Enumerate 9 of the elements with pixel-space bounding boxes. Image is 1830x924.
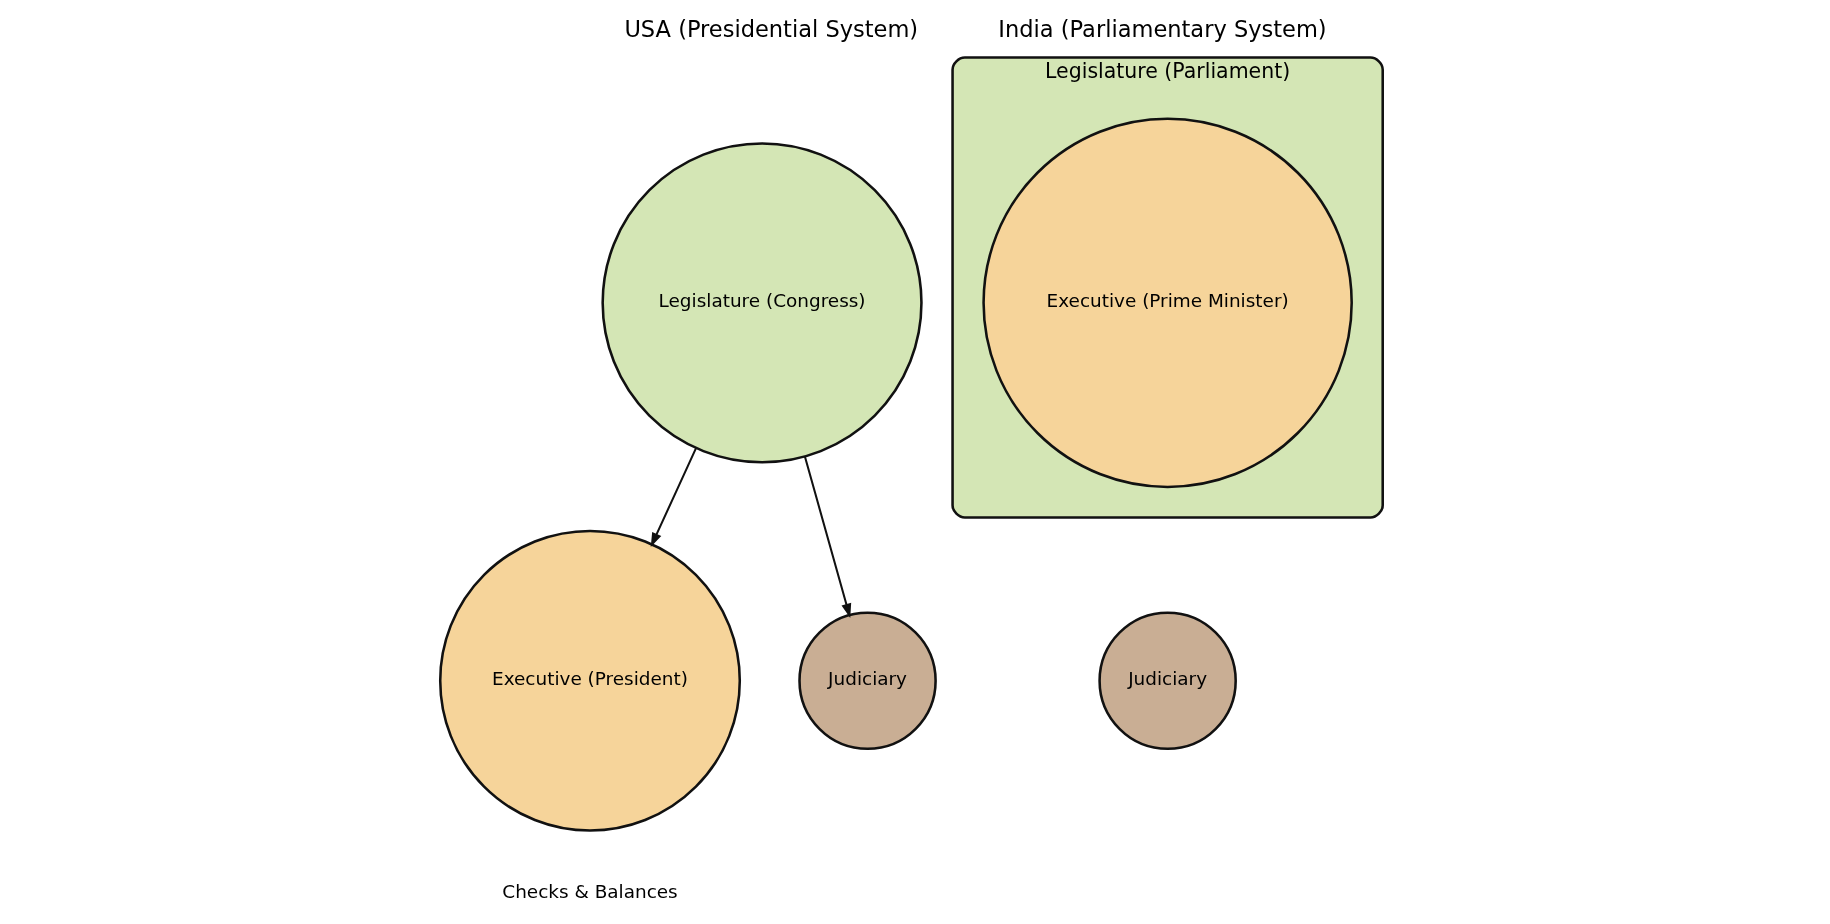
node-circle: Executive (Prime Minister) bbox=[981, 117, 1353, 489]
node-circle: Judiciary bbox=[797, 611, 937, 751]
label: USA (Presidential System) bbox=[623, 15, 918, 42]
arrow bbox=[803, 456, 851, 619]
label: Checks & Balances bbox=[501, 880, 678, 902]
node-circle: Legislature (Congress) bbox=[600, 142, 923, 464]
label: India (Parliamentary System) bbox=[997, 15, 1327, 42]
node-circle: Judiciary bbox=[1097, 611, 1237, 751]
arrow bbox=[650, 447, 697, 548]
